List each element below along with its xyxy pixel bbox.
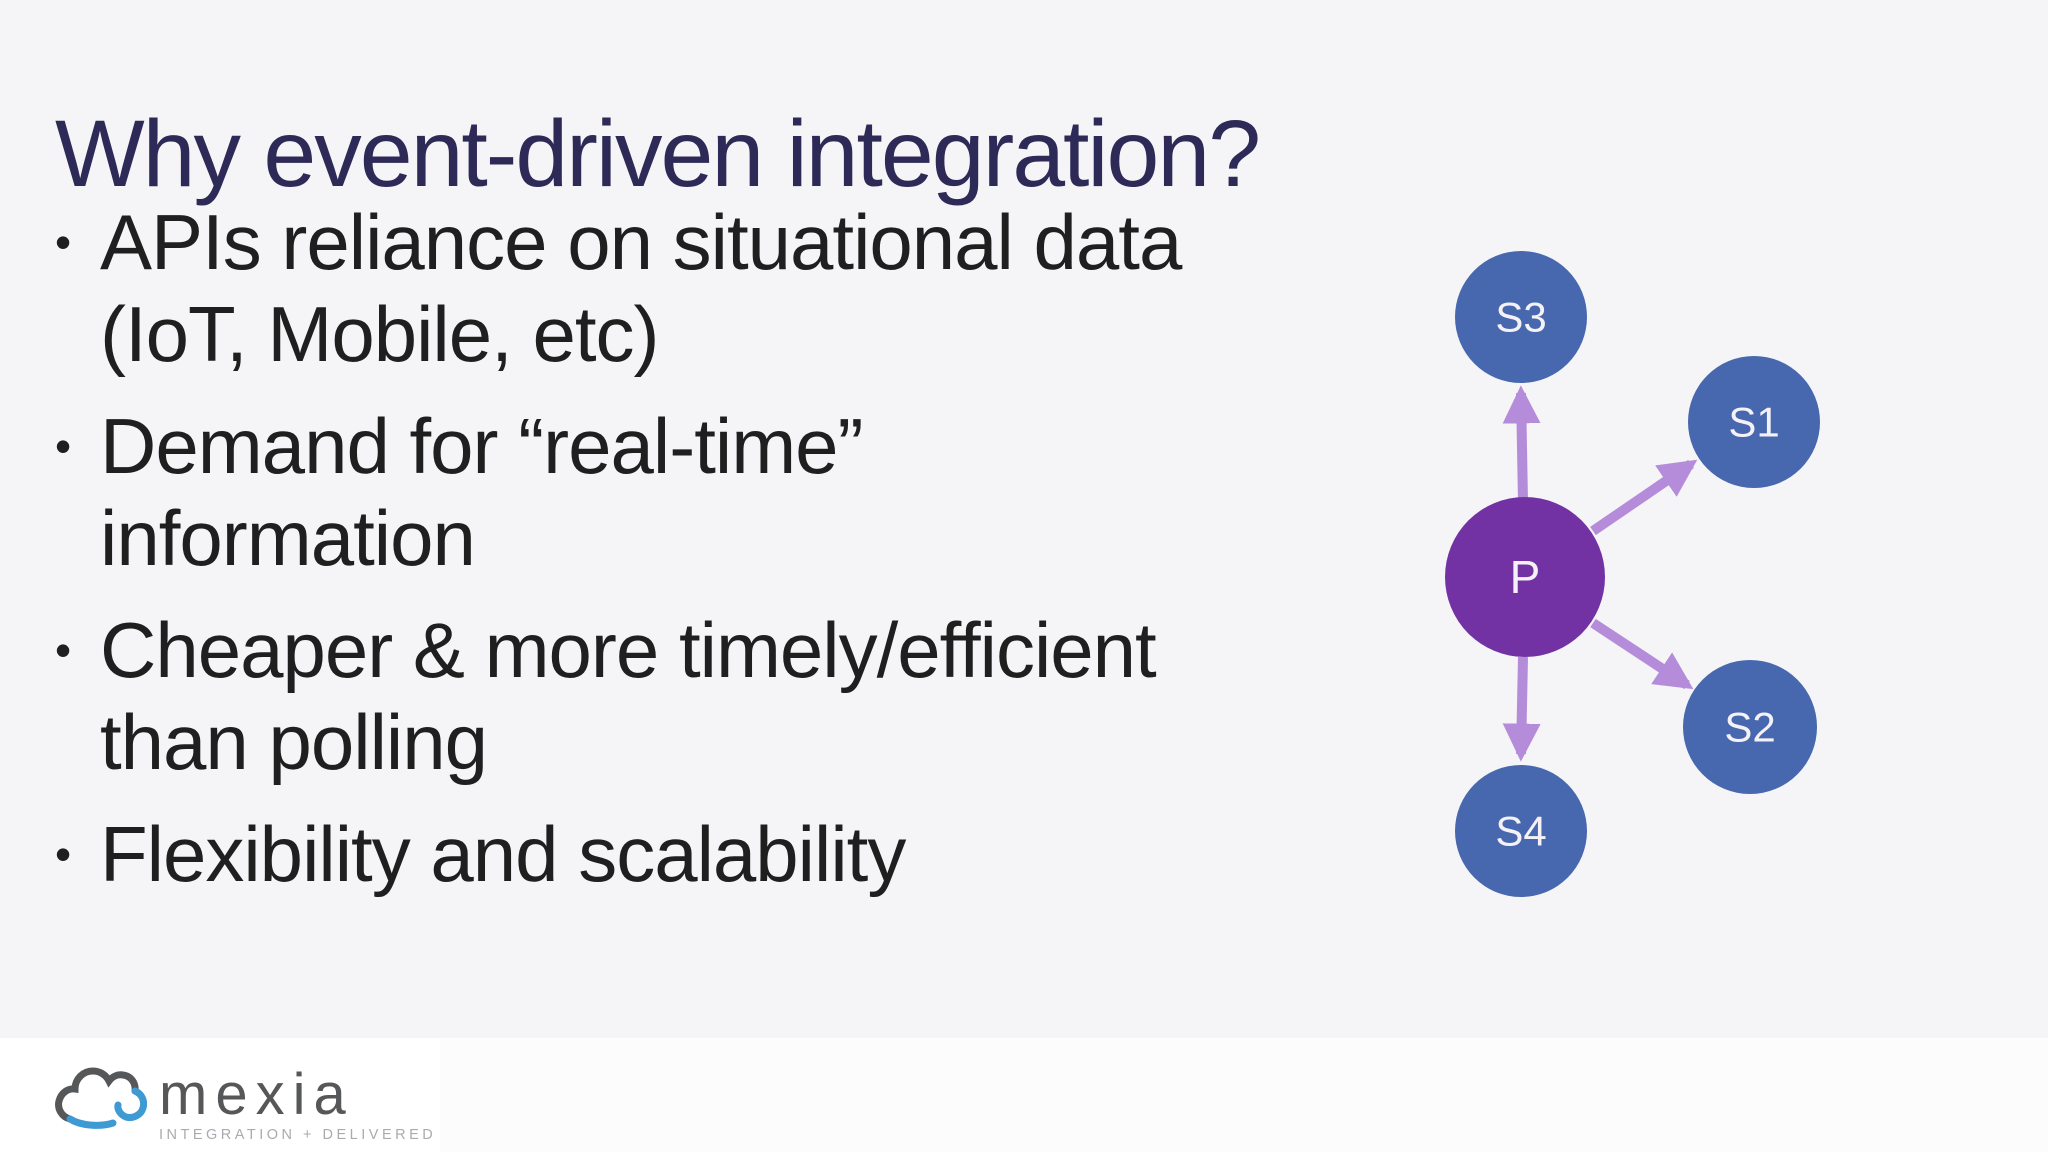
- bullet-line: APIs reliance on situational data: [100, 198, 1182, 286]
- bullet-marker: •: [55, 216, 71, 268]
- bullet-line: (IoT, Mobile, etc): [100, 290, 660, 378]
- cloud-icon: [55, 1067, 147, 1129]
- bullet-line: Flexibility and scalability: [100, 810, 906, 898]
- bullet-item: • Cheaper & more timely/efficient than p…: [55, 604, 1385, 788]
- bullet-text: APIs reliance on situational data (IoT, …: [100, 196, 1182, 380]
- page-title: Why event-driven integration?: [55, 100, 1261, 207]
- bullet-item: • APIs reliance on situational data (IoT…: [55, 196, 1385, 380]
- node-s2: S2: [1683, 660, 1817, 794]
- logo-plate: [0, 1038, 440, 1152]
- node-s2-label: S2: [1724, 704, 1775, 751]
- arrow-p-to-s3: [1502, 385, 1541, 503]
- bullet-line: information: [100, 494, 476, 582]
- logo-text-column: mexia INTEGRATION + DELIVERED: [159, 1062, 437, 1144]
- mexia-logo: mexia INTEGRATION + DELIVERED: [55, 1066, 436, 1143]
- bullet-list: • APIs reliance on situational data (IoT…: [55, 196, 1385, 920]
- node-s3-circle: [1455, 251, 1587, 383]
- bullet-line: Demand for “real-time”: [100, 402, 864, 490]
- bullet-text: Flexibility and scalability: [100, 808, 906, 900]
- bullet-item: • Demand for “real-time” information: [55, 400, 1385, 584]
- arrow-p-to-s1: [1590, 459, 1698, 536]
- logo-tagline: INTEGRATION + DELIVERED: [159, 1127, 437, 1143]
- node-s3: S3: [1455, 251, 1587, 383]
- node-s2-circle: [1683, 660, 1817, 794]
- bullet-text: Cheaper & more timely/efficient than pol…: [100, 604, 1157, 788]
- node-s1: S1: [1688, 356, 1820, 488]
- bullet-text: Demand for “real-time” information: [100, 400, 864, 584]
- node-p-circle: [1445, 497, 1605, 657]
- node-s1-circle: [1688, 356, 1820, 488]
- pubsub-diagram: S3 S1 S2 S4 P: [1400, 230, 1900, 920]
- arrow-p-to-s2: [1590, 618, 1694, 690]
- node-p: P: [1445, 497, 1605, 657]
- bullet-marker: •: [55, 828, 71, 880]
- bullet-marker: •: [55, 420, 71, 472]
- node-s4-label: S4: [1495, 808, 1546, 855]
- pubsub-diagram-svg: S3 S1 S2 S4 P: [1445, 251, 1820, 897]
- node-s1-label: S1: [1728, 399, 1779, 446]
- bullet-line: Cheaper & more timely/efficient: [100, 606, 1157, 694]
- arrow-p-to-s4: [1502, 656, 1541, 762]
- node-s4: S4: [1455, 765, 1587, 897]
- bullet-line: than polling: [100, 698, 488, 786]
- bullet-marker: •: [55, 624, 71, 676]
- node-s4-circle: [1455, 765, 1587, 897]
- bullet-item: • Flexibility and scalability: [55, 808, 1385, 900]
- node-s3-label: S3: [1495, 294, 1546, 341]
- logo-wordmark: mexia: [159, 1062, 354, 1127]
- node-p-label: P: [1510, 551, 1541, 603]
